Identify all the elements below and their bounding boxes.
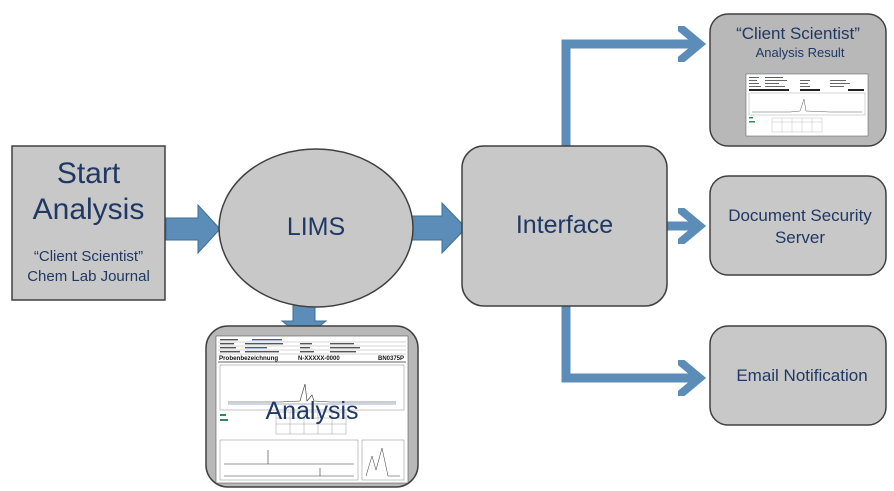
result-title-line2: Analysis Result — [755, 45, 845, 60]
analysis-report-thumbnail: Probenbezeichnung N-XXXXX-0000 BN0375P — [215, 335, 409, 484]
arrow-interface-to-result — [561, 44, 698, 146]
start-subtitle-line2: Chem Lab Journal — [27, 268, 150, 285]
email-label: Email Notification — [736, 366, 868, 385]
lims-label: LIMS — [286, 213, 346, 241]
email-notification-box — [709, 325, 887, 426]
security-label-line2: Server — [774, 228, 826, 247]
security-label-line1: Document Security — [728, 206, 872, 225]
lims-node — [218, 148, 414, 308]
start-subtitle-line1: “Client Scientist” — [33, 248, 144, 265]
report-sample-id: N-XXXXX-0000 — [298, 356, 340, 362]
arrow-lims-to-interface — [411, 201, 467, 255]
arrow-interface-to-email — [561, 306, 698, 378]
report-name-label: Probenbezeichnung — [219, 355, 278, 362]
start-title-line2: Analysis — [32, 193, 145, 226]
result-report-thumbnail — [745, 73, 869, 137]
document-security-box — [709, 175, 887, 276]
interface-label: Interface — [515, 211, 614, 239]
start-analysis-box — [11, 145, 166, 301]
analysis-label: Analysis — [265, 397, 359, 425]
report-code: BN0375P — [378, 356, 404, 362]
result-title-line1: “Client Scientist” — [736, 24, 860, 43]
start-title-line1: Start — [56, 157, 121, 190]
interface-box — [461, 145, 668, 307]
arrow-start-to-lims — [165, 203, 221, 255]
